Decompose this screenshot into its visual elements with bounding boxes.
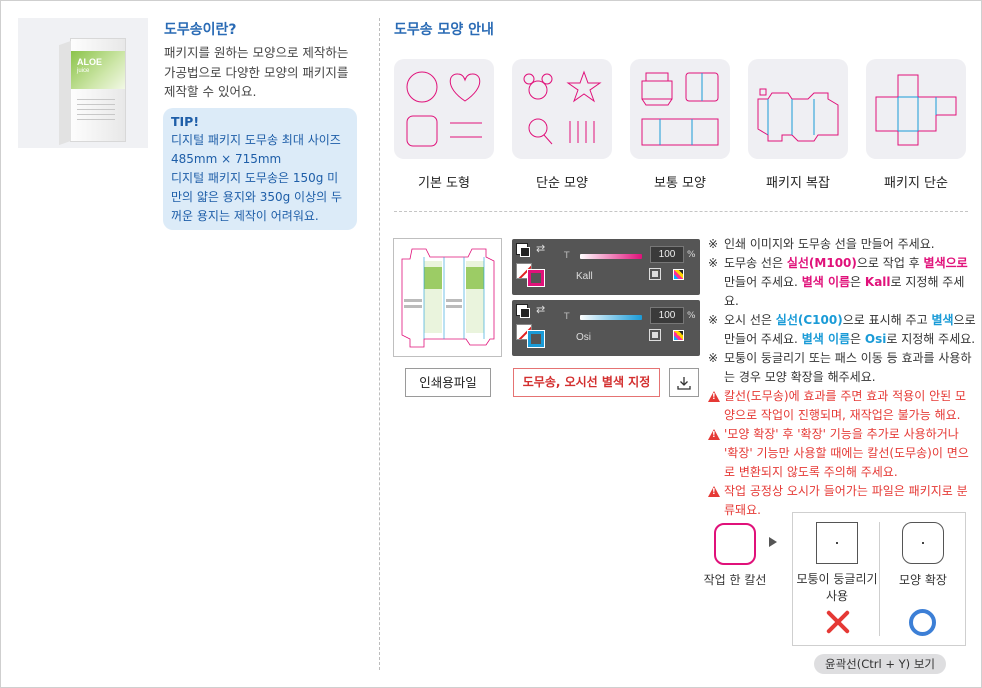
shape-label-package-complex: 패키지 복잡 [766, 176, 830, 191]
cmyk-icon [673, 330, 684, 341]
tint-value-kall[interactable]: 100 [650, 246, 684, 263]
shape-card-simple[interactable] [512, 59, 612, 159]
tip-line-3: 디지털 패키지 도무송은 150g 미만의 얇은 용지와 350g 이상의 두꺼… [171, 171, 343, 223]
x-mark-icon [825, 609, 851, 635]
print-file-thumbnail [393, 238, 502, 357]
shape-card-basic[interactable] [394, 59, 494, 159]
o-mark-icon [909, 609, 936, 636]
warning-icon [708, 486, 720, 497]
shape-label-simple: 단순 모양 [536, 176, 588, 191]
spot-color-icon [649, 329, 661, 341]
shape-card-package-simple[interactable] [866, 59, 966, 159]
percent-label: % [687, 250, 696, 260]
product-image: ALOE juice [18, 18, 148, 148]
simple-shapes-icon [523, 70, 602, 145]
vertical-divider [379, 18, 380, 670]
tint-label: T [564, 312, 570, 322]
swatch-name-kall: Kall [576, 271, 593, 282]
swatch-name-osi: Osi [576, 332, 591, 343]
horizontal-divider [394, 211, 968, 212]
expanded-shape [902, 522, 944, 564]
percent-label: % [687, 311, 696, 321]
note-item: ※ 인쇄 이미지와 도무송 선을 만들어 주세요. [708, 235, 976, 254]
package-simple-icon [875, 74, 957, 146]
swap-icon[interactable]: ⇄ [536, 242, 546, 255]
shape-label-basic: 기본 도형 [418, 176, 470, 191]
note-item: ※ 도무송 선은 실선(M100)으로 작업 후 별색으로 만들어 주세요. 별… [708, 256, 968, 308]
stroke-color-osi[interactable] [527, 330, 545, 348]
normal-shapes-icon [641, 72, 719, 146]
tint-value-osi[interactable]: 100 [650, 307, 684, 324]
warning-item: 작업 공정상 오시가 들어가는 파일은 패키지로 분류돼요. [708, 482, 976, 520]
intro-title: 도무송이란? [164, 22, 237, 38]
swap-icon[interactable]: ⇄ [536, 303, 546, 316]
spot-color-icon [649, 268, 661, 280]
reference-mark: ※ [708, 313, 719, 327]
intro-text: 패키지를 원하는 모양으로 제작하는 가공법으로 다양한 모양의 패키지를 제작… [164, 45, 349, 99]
rounded-corner-label: 모퉁이 둥글리기 사용 [796, 572, 878, 603]
note-item: ※ 모퉁이 둥글리기 또는 패스 이동 등 효과를 사용하는 경우 모양 확장을… [708, 351, 972, 384]
tip-box: TIP! 디지털 패키지 도무송 최대 사이즈 485mm × 715mm 디지… [163, 108, 357, 230]
shape-label-normal: 보통 모양 [654, 176, 706, 191]
dieline-preview-icon [401, 248, 495, 348]
reference-mark: ※ [708, 256, 719, 270]
tip-line-1: 디지털 패키지 도무송 최대 사이즈 [171, 133, 341, 147]
comparison-box [792, 512, 966, 646]
download-icon [677, 377, 691, 390]
warning-item: '모양 확장' 후 '확장' 기능을 추가로 사용하거나 '확장' 기능만 사용… [708, 425, 976, 482]
cmyk-icon [673, 269, 684, 280]
print-file-button[interactable]: 인쇄용파일 [405, 368, 491, 397]
warning-icon [708, 429, 720, 440]
basic-shapes-icon [406, 71, 482, 147]
outline-view-button[interactable]: 윤곽선(Ctrl + Y) 보기 [814, 654, 946, 674]
note-item: ※ 오시 선은 실선(C100)으로 표시해 주고 별색으로 만들어 주세요. … [708, 313, 976, 346]
shape-label-package-simple: 패키지 단순 [884, 176, 948, 191]
tint-slider-kall[interactable] [580, 254, 642, 259]
tip-title: TIP! [171, 114, 200, 129]
shapes-title: 도무송 모양 안내 [394, 22, 494, 38]
expand-shape-label: 모양 확장 [899, 573, 947, 587]
shape-card-package-complex[interactable] [748, 59, 848, 159]
tint-slider-osi[interactable] [580, 315, 642, 320]
product-box: ALOE juice [59, 38, 126, 146]
assign-spot-color-button[interactable]: 도무송, 오시선 별색 지정 [513, 368, 660, 397]
package-complex-icon [757, 88, 839, 142]
swatch-panel-osi: ⇄ T 100 % Osi [512, 300, 700, 356]
warning-item: 칼선(도무송)에 효과를 주면 효과 적용이 안된 모양으로 작업이 진행되며,… [708, 387, 976, 425]
fill-stroke-icon[interactable] [516, 304, 530, 318]
notes-list: ※ 인쇄 이미지와 도무송 선을 만들어 주세요. ※ 도무송 선은 실선(M1… [708, 235, 976, 520]
arrow-right-icon [769, 537, 777, 547]
product-brand: ALOE [77, 57, 103, 67]
fill-stroke-icon[interactable] [516, 243, 530, 257]
tint-label: T [564, 251, 570, 261]
worked-dieline-label: 작업 한 칼선 [703, 573, 767, 587]
tip-line-2: 485mm × 715mm [171, 152, 282, 166]
reference-mark: ※ [708, 237, 719, 251]
comparison-separator [879, 522, 880, 636]
rounded-corner-shape [816, 522, 858, 564]
worked-dieline-shape [714, 523, 756, 565]
reference-mark: ※ [708, 351, 719, 365]
product-sub: juice [77, 68, 90, 74]
shape-card-normal[interactable] [630, 59, 730, 159]
swatch-panel-kall: ⇄ T 100 % Kall [512, 239, 700, 295]
warning-icon [708, 391, 720, 402]
stroke-color-kall[interactable] [527, 269, 545, 287]
download-button[interactable] [669, 368, 699, 397]
